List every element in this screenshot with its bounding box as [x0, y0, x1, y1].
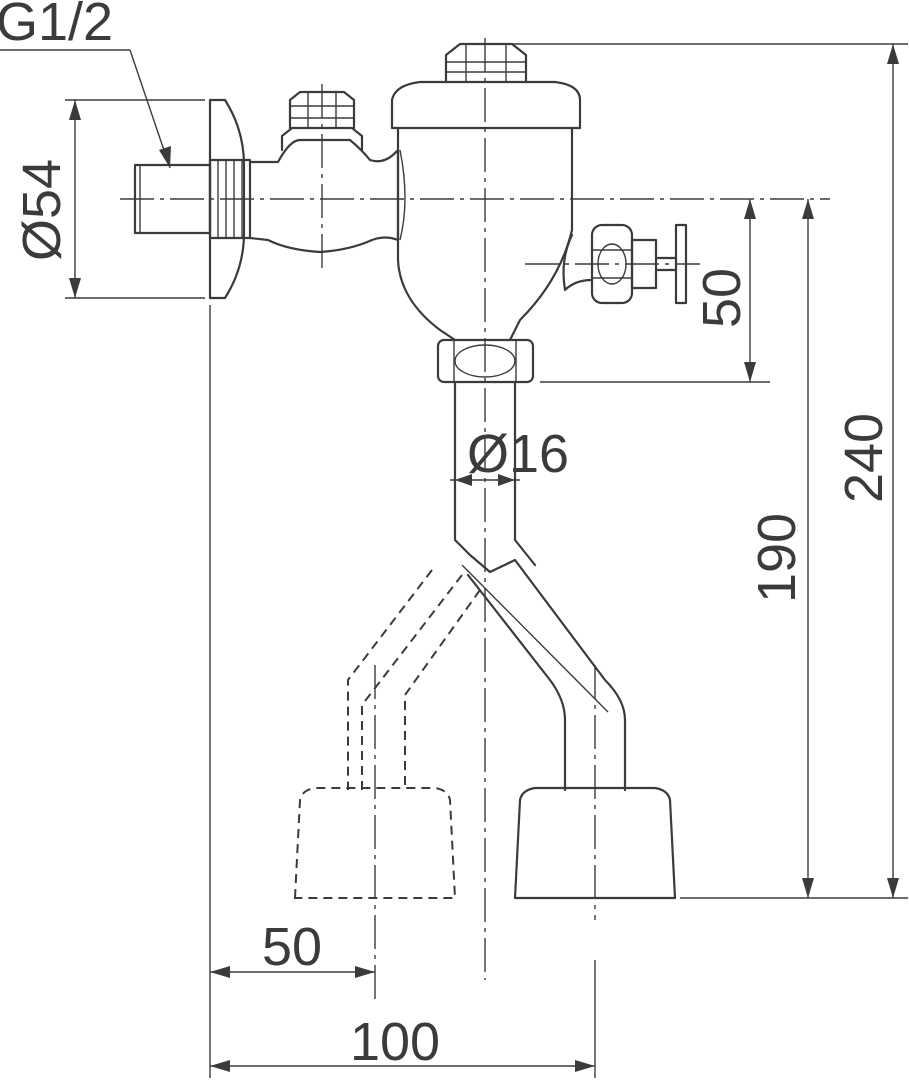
- label-offset-half: 50: [262, 917, 322, 977]
- valve-arm: [248, 138, 400, 254]
- dimension-50-horizontal: [209, 305, 375, 1078]
- valve-top-cap: [390, 80, 582, 130]
- outlet-nozzle: [513, 786, 677, 900]
- valve-body: [396, 126, 574, 342]
- pipe-centerline-diagonal: [461, 564, 609, 713]
- dimension-240: [500, 43, 908, 898]
- top-nut: [444, 42, 528, 84]
- dimension-g12: [0, 49, 171, 169]
- dimension-d16: [450, 474, 520, 486]
- alt-nozzle: [293, 787, 457, 899]
- label-inlet-diameter: Ø54: [12, 159, 72, 261]
- dimension-50-vertical: [540, 199, 770, 383]
- dimension-190: [680, 199, 908, 899]
- dimension-100: [210, 960, 596, 1078]
- wall-flange: [208, 98, 246, 300]
- alt-pipe: [347, 569, 481, 790]
- outlet-pipe: [453, 380, 627, 792]
- dimension-d54: [65, 99, 205, 299]
- label-offset-full: 100: [350, 1012, 440, 1072]
- label-valve-height: 50: [692, 268, 752, 328]
- label-thread: G1/2: [0, 0, 113, 52]
- label-outlet-height: 190: [747, 513, 807, 603]
- label-total-height: 240: [834, 413, 894, 503]
- valve-neck: [399, 149, 406, 241]
- label-pipe-diameter: Ø16: [467, 424, 569, 484]
